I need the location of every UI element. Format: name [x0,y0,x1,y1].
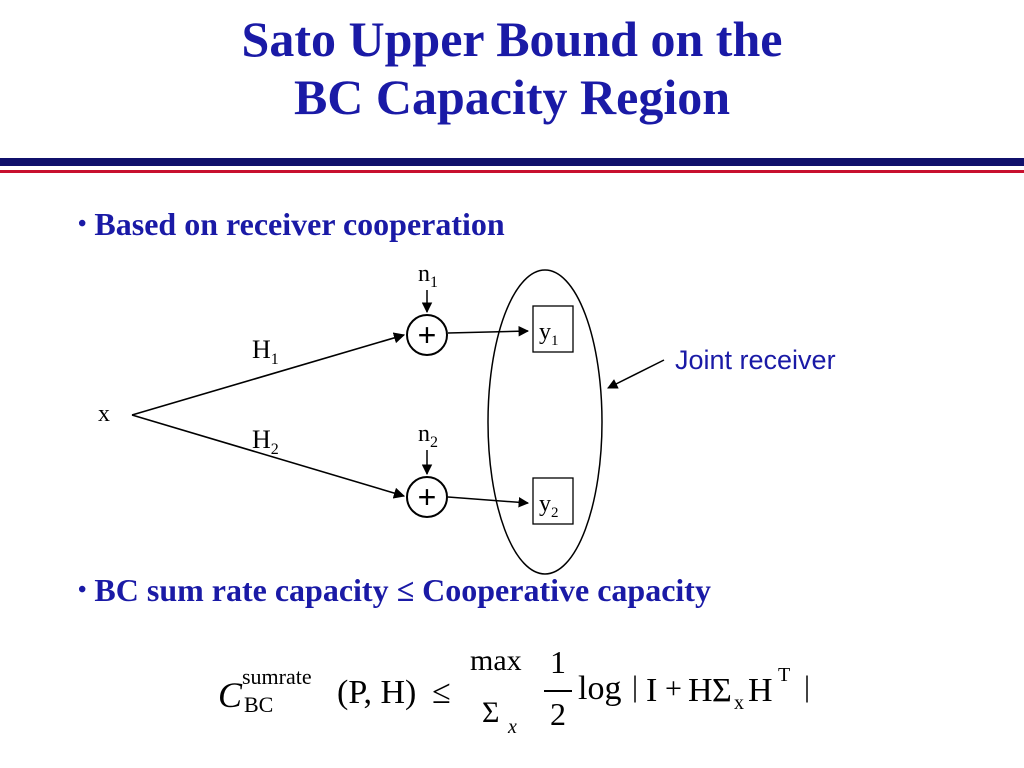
noise-n2-label: n2 [418,421,438,451]
formula-log: log [578,670,622,707]
formula-capacity-symbol: C [218,675,243,715]
adder-1-circle [406,314,448,356]
formula-plus: + [665,672,682,705]
noise-n1-label: n1 [418,261,438,291]
output-y1-label: y1 [539,319,559,349]
formula-identity: I [646,672,658,709]
title-rule-red [0,170,1024,173]
channel-h1-label: H1 [252,335,279,368]
title-line-2: BC Capacity Region [293,69,731,125]
formula-sigma: Σ [712,672,732,709]
formula-sigma-sub: x [734,692,744,714]
slide-title: Sato Upper Bound on the BC Capacity Regi… [0,10,1024,126]
channel-h2-label: H2 [252,425,279,458]
adder-1-plus-icon: + [418,317,437,353]
formula-h: H [688,672,713,709]
formula-args: (P, H) [337,674,417,711]
channel-h2-arrow [131,414,406,499]
formula-half-numerator: 1 [550,644,566,680]
input-x-label: x [98,401,110,427]
bullet-text: Based on receiver cooperation [94,206,505,242]
joint-receiver-label: Joint receiver [675,345,836,375]
formula-h-transpose: H [748,672,773,709]
title-line-1: Sato Upper Bound on the [241,11,783,67]
formula-abs-close: | [804,670,811,703]
title-rule-navy [0,158,1024,166]
formula-max-sigma: Σ [482,696,500,729]
output-y1-box [532,305,574,353]
bullet-sum-rate-capacity: • BC sum rate capacity ≤ Cooperative capa… [78,572,711,609]
formula-half-denominator: 2 [550,696,566,732]
formula-abs-open: | [632,670,639,703]
formula-transpose-sup: T [778,664,791,686]
bullet-dot-icon: • [78,577,87,603]
channel-h1-arrow [131,332,406,416]
joint-receiver-ellipse [487,269,603,575]
formula-sumrate-superscript: sumrate [242,664,312,689]
sato-bound-formula: C sumrate BC (P, H) ≤ max Σ x 1 2 log | … [218,640,858,760]
output-y2-label: y2 [539,491,559,521]
bullet-dot-icon: • [78,211,87,237]
formula-leq: ≤ [432,674,451,711]
formula-bc-subscript: BC [244,692,274,717]
formula-max: max [470,644,522,677]
output-y2-box [532,477,574,525]
formula-max-sigma-sub: x [508,716,517,738]
joint-receiver-pointer-arrow [607,359,665,389]
output-2-arrow [447,496,530,508]
adder-2-plus-icon: + [418,479,437,515]
output-1-arrow [447,325,530,337]
formula-fraction-bar [544,690,572,692]
bullet-text: BC sum rate capacity ≤ Cooperative capac… [94,572,711,608]
adder-2-circle [406,476,448,518]
bullet-receiver-cooperation: • Based on receiver cooperation [78,206,505,243]
